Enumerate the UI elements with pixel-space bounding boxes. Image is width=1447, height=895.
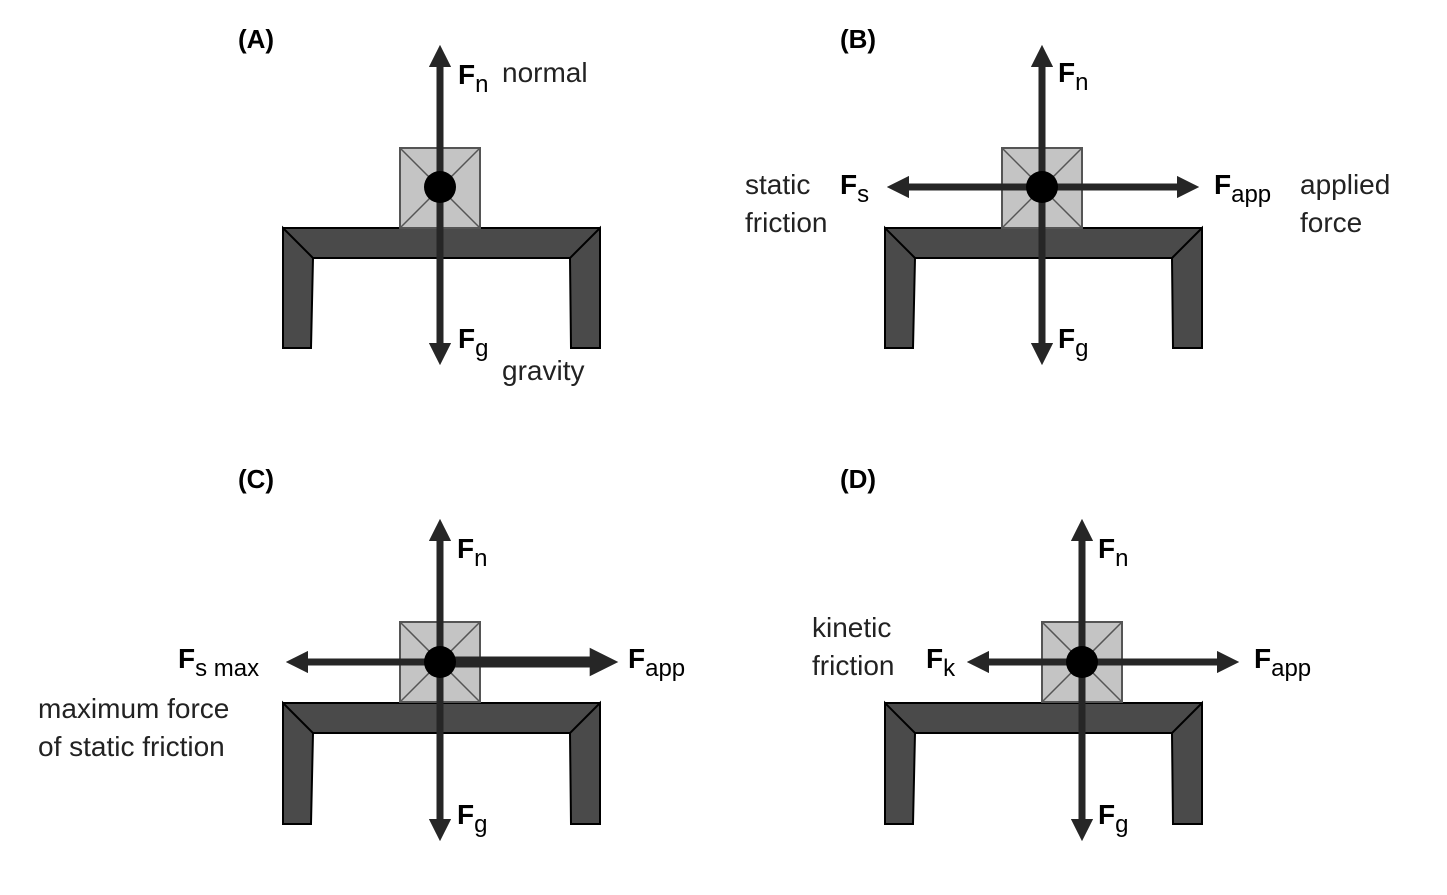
- normal-force-label: Fn: [1058, 57, 1088, 96]
- table-leg-right: [1170, 700, 1203, 825]
- panel-a: (A) Fn normal Fg gravity: [238, 24, 601, 386]
- table-d: [884, 700, 1203, 825]
- normal-force-label: Fn: [458, 59, 488, 98]
- table-leg-left: [884, 700, 917, 825]
- table-leg-left: [282, 225, 315, 349]
- applied-force-description-line2: force: [1300, 207, 1362, 238]
- panel-d: (D) Fn Fg Fk kinetic friction Fapp: [812, 464, 1311, 842]
- panel-a-label: (A): [238, 24, 274, 54]
- panel-c: (C) Fn Fg Fs max maximum force of static…: [38, 464, 685, 842]
- applied-force-label: Fapp: [1214, 169, 1271, 208]
- table-leg-right: [568, 225, 601, 349]
- gravity-force-description: gravity: [502, 355, 584, 386]
- center-of-mass-point: [424, 171, 456, 203]
- panel-b-label: (B): [840, 24, 876, 54]
- gravity-force-label: Fg: [1098, 799, 1128, 838]
- table-leg-left: [884, 225, 917, 349]
- center-of-mass-point: [424, 646, 456, 678]
- table-leg-left: [282, 700, 315, 825]
- normal-force-label: Fn: [1098, 533, 1128, 572]
- gravity-force-label: Fg: [1058, 323, 1088, 362]
- center-of-mass-point: [1066, 646, 1098, 678]
- applied-force-description-line1: applied: [1300, 169, 1390, 200]
- static-friction-label: Fs: [840, 169, 869, 208]
- panel-d-label: (D): [840, 464, 876, 494]
- kinetic-friction-label: Fk: [926, 643, 956, 682]
- normal-force-description: normal: [502, 57, 588, 88]
- panel-b: (B) Fn Fg Fs static friction Fapp applie…: [745, 24, 1390, 366]
- static-friction-description-line1: static: [745, 169, 810, 200]
- normal-force-label: Fn: [457, 533, 487, 572]
- static-friction-description-line2: friction: [745, 207, 827, 238]
- gravity-force-label: Fg: [457, 799, 487, 838]
- kinetic-friction-description-line1: kinetic: [812, 612, 891, 643]
- gravity-force-label: Fg: [458, 323, 488, 362]
- max-static-friction-description-line1: maximum force: [38, 693, 229, 724]
- kinetic-friction-description-line2: friction: [812, 650, 894, 681]
- panel-c-label: (C): [238, 464, 274, 494]
- applied-force-label: Fapp: [1254, 643, 1311, 682]
- table-leg-right: [1170, 225, 1203, 349]
- table-leg-right: [568, 700, 601, 825]
- table-top: [884, 702, 1203, 734]
- max-static-friction-label: Fs max: [178, 643, 259, 682]
- max-static-friction-description-line2: of static friction: [38, 731, 225, 762]
- center-of-mass-point: [1026, 171, 1058, 203]
- applied-force-label: Fapp: [628, 643, 685, 682]
